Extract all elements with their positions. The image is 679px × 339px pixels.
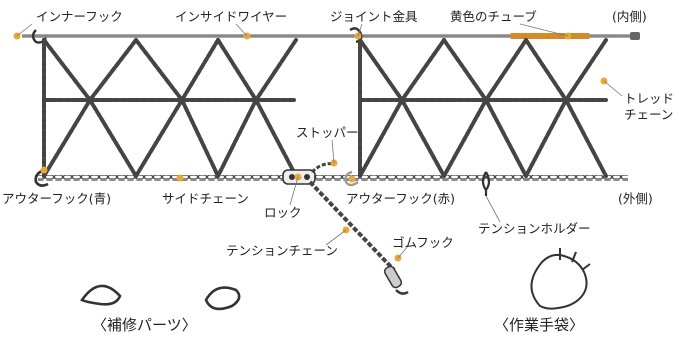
link-part-icon — [204, 286, 241, 311]
outer-hook-red — [344, 170, 359, 187]
hook-part-icon — [80, 284, 122, 306]
tension-holder — [481, 171, 491, 196]
label-lock: ロック — [264, 205, 302, 220]
repair-parts-icons — [80, 284, 241, 311]
outer-hook-blue — [34, 168, 49, 187]
label-rubber-hook: ゴムフック — [392, 235, 454, 250]
label-tread-chain-1: トレッド — [624, 91, 675, 106]
side-chain — [38, 175, 628, 181]
label-outer-hook-blue: アウターフック(青) — [2, 191, 112, 206]
label-work-gloves: 〈作業手袋〉 — [494, 316, 585, 334]
label-tread-chain-2: チェーン — [624, 107, 674, 122]
label-outer-side: (外側) — [618, 191, 653, 206]
tension-chain — [308, 180, 396, 272]
label-stopper: ストッパー — [296, 125, 359, 140]
leader-lines — [16, 23, 623, 259]
label-joint-fitting: ジョイント金具 — [330, 9, 418, 24]
label-tension-holder: テンションホルダー — [478, 221, 591, 236]
stopper-chain — [310, 162, 335, 174]
label-inner-side: (内側) — [612, 9, 647, 24]
label-inner-hook: インナーフック — [36, 9, 123, 24]
work-gloves-icon — [530, 248, 591, 310]
label-repair-parts: 〈補修パーツ〉 — [92, 316, 197, 334]
rubber-hook — [383, 265, 409, 295]
label-tension-chain: テンションチェーン — [226, 243, 338, 258]
label-outer-hook-red: アウターフック(赤) — [346, 191, 456, 206]
marker-dots — [13, 32, 608, 262]
label-yellow-tube: 黄色のチューブ — [450, 9, 537, 24]
label-inside-wire: インサイドワイヤー — [175, 9, 288, 24]
wire-end-cap — [630, 32, 640, 40]
inside-wire — [22, 32, 640, 40]
label-side-chain: サイドチェーン — [162, 191, 249, 206]
yellow-tube — [510, 33, 590, 39]
tread-chain — [42, 38, 608, 178]
